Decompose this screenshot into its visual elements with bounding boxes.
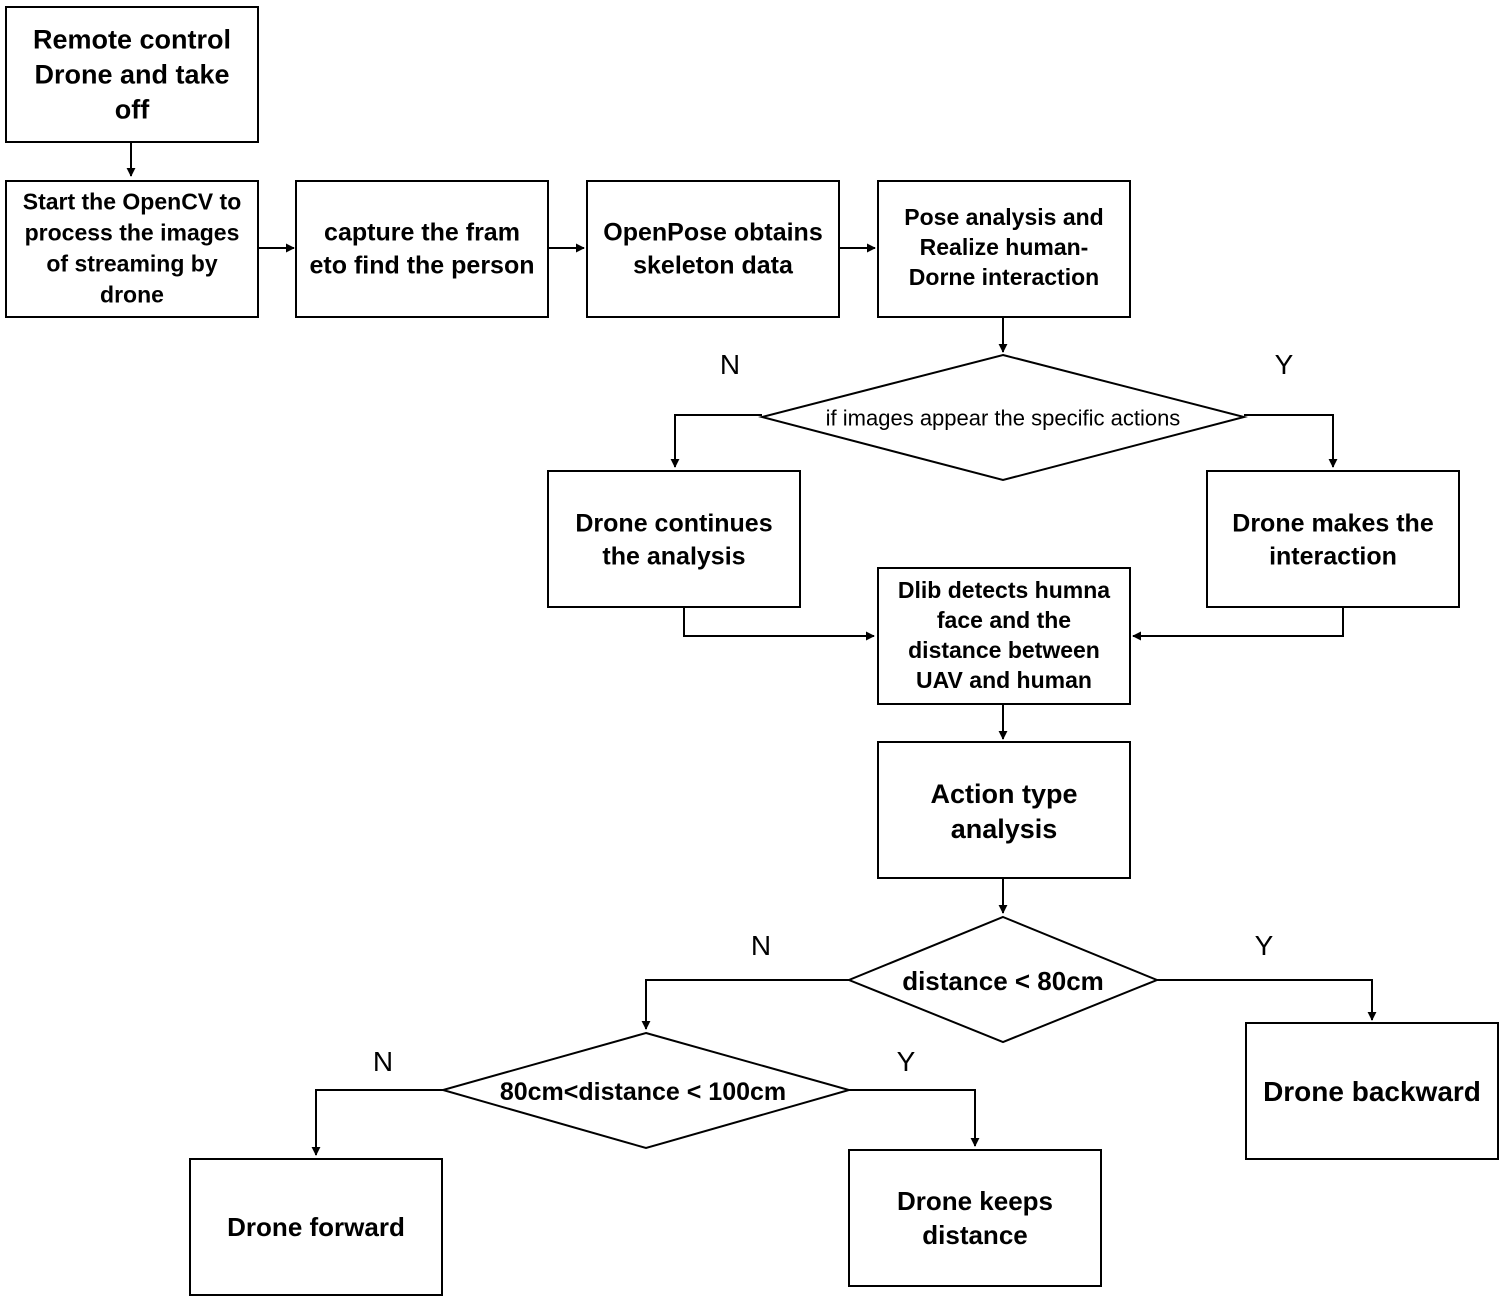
- forward-line: Drone forward: [227, 1212, 405, 1242]
- edges: [126, 142, 1377, 1156]
- takeoff-line: Drone and take: [34, 59, 229, 89]
- decision-actions-line: if images appear the specific actions: [826, 406, 1181, 431]
- edge-d80100-forward: [311, 1089, 443, 1156]
- branch-label-d80100-yes: Y: [897, 1046, 916, 1077]
- node-backward-label: Drone backward: [1263, 1076, 1481, 1107]
- dlib-line: UAV and human: [916, 667, 1092, 693]
- edge-d80100-keeps: [849, 1089, 980, 1147]
- keeps-distance-line: Drone keeps: [897, 1186, 1053, 1216]
- pose-analysis-line: Dorne interaction: [909, 264, 1099, 290]
- openpose-line: skeleton data: [633, 251, 794, 279]
- node-make-interaction-label: Drone makes the interaction: [1232, 509, 1434, 570]
- opencv-line: drone: [100, 282, 164, 308]
- node-continue-analysis-label: Drone continues the analysis: [575, 509, 772, 570]
- edge-interaction-dlib: [1132, 607, 1344, 641]
- branch-label-d80-no: N: [751, 930, 771, 961]
- dlib-line: Dlib detects humna: [898, 577, 1110, 603]
- node-keeps-distance: Drone keeps distance: [848, 1149, 1102, 1287]
- pose-analysis-line: Pose analysis and: [904, 204, 1103, 230]
- pose-analysis-line: Realize human-: [920, 234, 1089, 260]
- action-type-line: analysis: [951, 814, 1058, 844]
- edge-d80-d80100: [641, 979, 849, 1030]
- decision-specific-actions: if images appear the specific actions: [758, 353, 1248, 482]
- edge-continue-dlib: [683, 607, 875, 641]
- node-opencv: Start the OpenCV to process the images of …: [5, 180, 259, 318]
- decision-80-100-line: 80cm<distance < 100cm: [500, 1078, 786, 1106]
- node-dlib: Dlib detects humna face and the distance b…: [877, 567, 1131, 705]
- edge-d80-backward: [1157, 979, 1377, 1021]
- branch-label-actions-yes: Y: [1275, 349, 1294, 380]
- backward-line: Drone backward: [1263, 1076, 1481, 1107]
- decision-distance-80: distance < 80cm: [846, 915, 1160, 1044]
- takeoff-line: off: [115, 94, 150, 124]
- capture-line: eto find the person: [310, 251, 535, 279]
- node-dlib-label: Dlib detects humna face and the distance b…: [898, 577, 1110, 693]
- decision-80-line: distance < 80cm: [902, 966, 1104, 996]
- node-forward-label: Drone forward: [227, 1212, 405, 1242]
- node-action-type: Action type analysis: [877, 741, 1131, 879]
- node-openpose-label: OpenPose obtains skeleton data: [603, 218, 822, 279]
- opencv-line: process the images: [25, 220, 240, 246]
- branch-label-actions-no: N: [720, 349, 740, 380]
- keeps-distance-line: distance: [922, 1220, 1028, 1250]
- continue-analysis-line: Drone continues: [575, 509, 772, 537]
- node-opencv-label: Start the OpenCV to process the images of …: [23, 189, 242, 308]
- node-continue-analysis: Drone continues the analysis: [547, 470, 801, 608]
- node-capture: capture the fram eto find the person: [295, 180, 549, 318]
- make-interaction-line: interaction: [1269, 542, 1397, 570]
- dlib-line: distance between: [908, 637, 1100, 663]
- node-openpose: OpenPose obtains skeleton data: [586, 180, 840, 318]
- decision-distance-80-100: 80cm<distance < 100cm: [439, 1031, 853, 1150]
- action-type-line: Action type: [930, 779, 1077, 809]
- node-forward: Drone forward: [189, 1158, 443, 1296]
- node-action-type-label: Action type analysis: [930, 779, 1077, 844]
- branch-label-d80-yes: Y: [1255, 930, 1274, 961]
- decision-distance-80-label: distance < 80cm: [902, 966, 1104, 996]
- branch-label-d80100-no: N: [373, 1046, 393, 1077]
- decision-distance-80-100-label: 80cm<distance < 100cm: [500, 1078, 786, 1106]
- node-backward: Drone backward: [1245, 1022, 1499, 1160]
- dlib-line: face and the: [937, 607, 1071, 633]
- node-capture-label: capture the fram eto find the person: [310, 218, 535, 279]
- make-interaction-line: Drone makes the: [1232, 509, 1434, 537]
- opencv-line: of streaming by: [46, 251, 217, 277]
- decision-specific-actions-label: if images appear the specific actions: [826, 406, 1181, 431]
- edge-decision-continue: [670, 414, 762, 468]
- node-make-interaction: Drone makes the interaction: [1206, 470, 1460, 608]
- node-keeps-distance-label: Drone keeps distance: [897, 1186, 1053, 1250]
- takeoff-line: Remote control: [33, 24, 231, 54]
- continue-analysis-line: the analysis: [602, 542, 745, 570]
- edge-decision-interaction: [1244, 414, 1338, 468]
- opencv-line: Start the OpenCV to: [23, 189, 242, 215]
- capture-line: capture the fram: [324, 218, 520, 246]
- openpose-line: OpenPose obtains: [603, 218, 822, 246]
